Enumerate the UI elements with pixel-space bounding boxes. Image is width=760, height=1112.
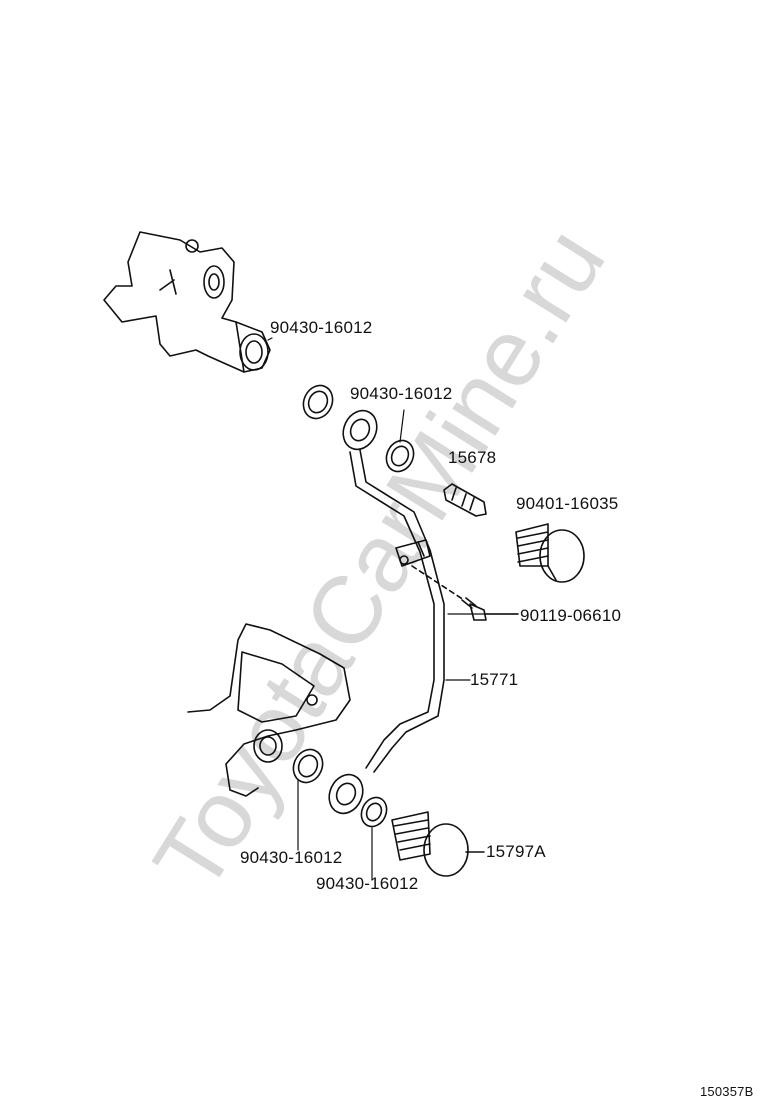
bolt-shape [412,566,518,620]
callout-sensor[interactable]: 15678 [448,448,497,467]
callout-bolt[interactable]: 90119-06610 [520,606,622,625]
callout-gasket-top-right[interactable]: 90430-16012 [350,384,453,403]
gasket-bottom-right-shape [357,793,391,830]
union-bolt-bottom-shape [392,812,484,876]
callout-gasket-top-left[interactable]: 90430-16012 [270,318,373,337]
oil-pipe-shape [323,405,444,819]
engine-block-bottom [188,624,350,796]
gasket-top-left-shape [298,381,338,424]
gasket-bottom-left-shape [288,745,328,788]
callout-union-bolt-bottom[interactable]: 15797A [486,842,546,861]
callout-gasket-bottom-right[interactable]: 90430-16012 [316,874,419,893]
drawing-id: 150357B [700,1084,754,1099]
engine-block-top [104,232,270,372]
union-bolt-top-shape [516,524,584,582]
callout-oil-pipe[interactable]: 15771 [470,670,519,689]
callout-union-bolt-top[interactable]: 90401-16035 [516,494,619,513]
callout-gasket-bottom-left[interactable]: 90430-16012 [240,848,343,867]
sensor-shape [444,484,486,516]
leader-lines [268,338,518,880]
gasket-top-right-shape [381,436,418,476]
